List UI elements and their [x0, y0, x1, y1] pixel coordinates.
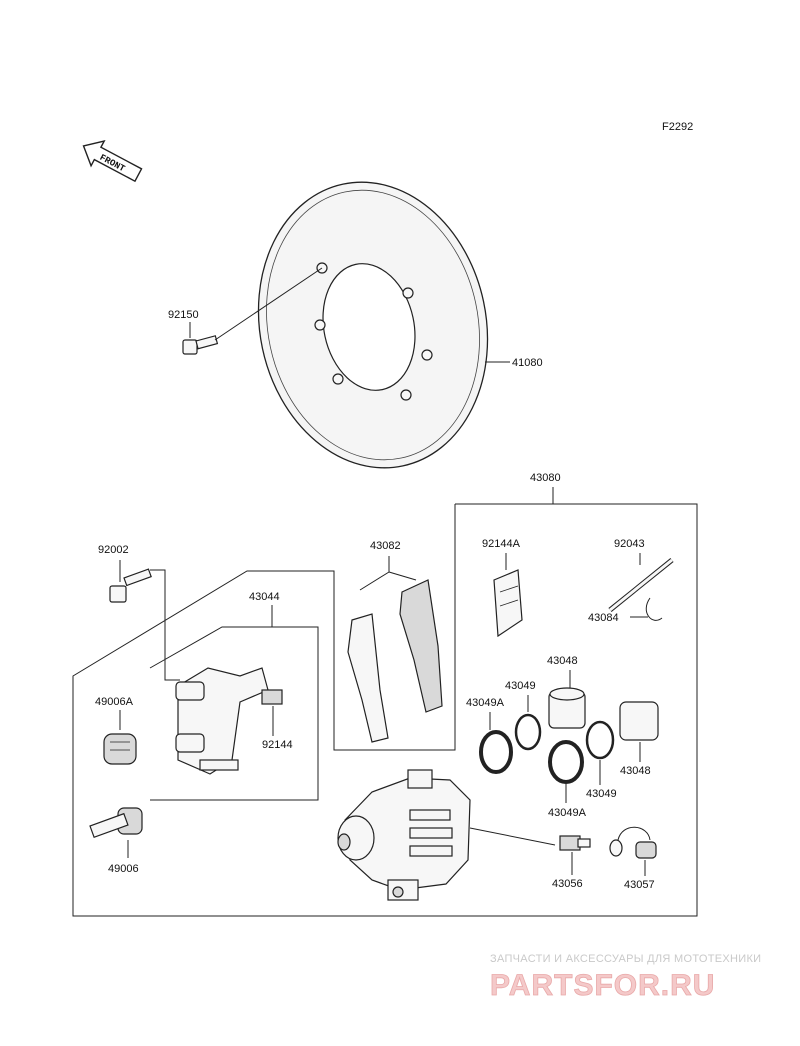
watermark-tagline: ЗАПЧАСТИ И АКСЕССУАРЫ ДЛЯ МОТОТЕХНИКИ — [490, 953, 761, 965]
label-49006A: 49006A — [95, 696, 134, 708]
brake-disc — [257, 181, 489, 469]
piston-right — [619, 701, 659, 741]
bleeder-cap — [609, 826, 657, 859]
label-43049-left: 43049 — [505, 680, 536, 692]
label-43048-right: 43048 — [620, 765, 651, 777]
seal-a-right — [548, 740, 584, 784]
label-43082: 43082 — [370, 540, 401, 552]
label-92150: 92150 — [168, 309, 199, 321]
brake-pads — [347, 579, 443, 743]
disc-bolt — [182, 335, 219, 355]
pad-spring-a — [493, 569, 523, 638]
label-43049A-right: 43049A — [548, 807, 587, 819]
pad-spring — [261, 689, 283, 705]
label-92144: 92144 — [262, 739, 293, 751]
pad-pin — [608, 558, 674, 612]
bleeder-valve — [559, 835, 591, 851]
caliper-bolt — [109, 568, 152, 603]
label-43084: 43084 — [588, 612, 619, 624]
pin-clip — [645, 597, 663, 621]
label-41080: 41080 — [512, 357, 543, 369]
caliper-body — [337, 769, 471, 901]
boot-49006A — [103, 733, 137, 765]
label-43057: 43057 — [624, 879, 655, 891]
label-43049A-left: 43049A — [466, 697, 505, 709]
figure-code: F2292 — [662, 121, 693, 133]
piston-left — [548, 687, 586, 729]
label-49006: 49006 — [108, 863, 139, 875]
boot-49006 — [89, 807, 143, 839]
label-43056: 43056 — [552, 878, 583, 890]
watermark-site: PARTSFOR.RU — [490, 969, 715, 1002]
seal-right — [585, 720, 615, 760]
seal-left — [514, 713, 542, 751]
label-92144A: 92144A — [482, 538, 521, 550]
label-43049-right: 43049 — [586, 788, 617, 800]
label-92002: 92002 — [98, 544, 129, 556]
front-arrow-icon: FRONT — [82, 140, 143, 183]
label-43044: 43044 — [249, 591, 280, 603]
seal-a-left — [479, 730, 513, 774]
caliper-bracket — [175, 667, 269, 775]
label-43048-left: 43048 — [547, 655, 578, 667]
label-92043: 92043 — [614, 538, 645, 550]
label-43080: 43080 — [530, 472, 561, 484]
